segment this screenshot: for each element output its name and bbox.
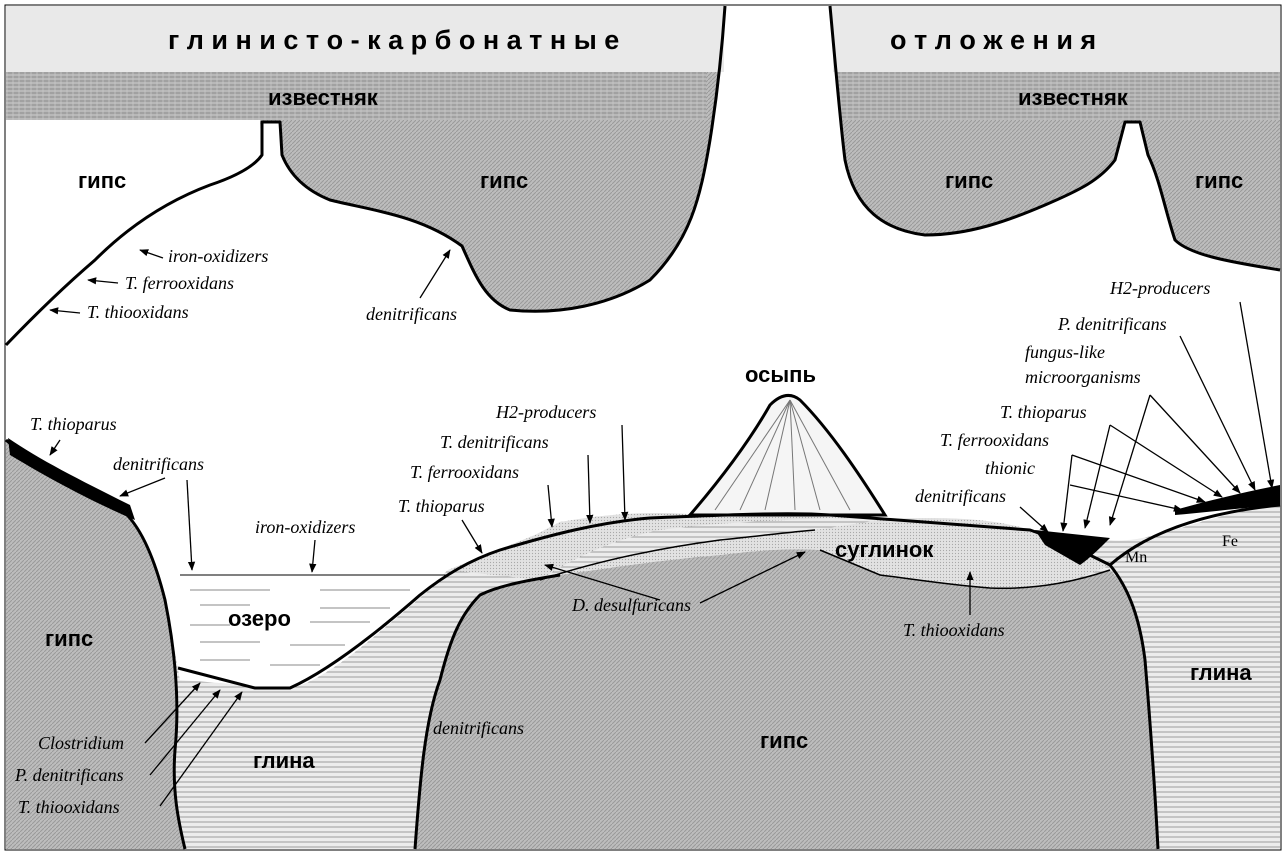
right-thionic-label: thionic: [985, 458, 1035, 478]
gypsum-label-2: гипс: [480, 168, 528, 193]
floor-t-thioparus-label: T. thioparus: [398, 496, 485, 516]
right-fungus-like-label: fungus-like: [1025, 342, 1105, 362]
loam-label: суглинок: [835, 537, 934, 562]
gypsum-label-1: гипс: [78, 168, 126, 193]
header-left-label: г л и н и с т о - к а р б о н а т н ы е: [168, 25, 619, 55]
d-desulfuricans-label: D. desulfuricans: [571, 595, 691, 615]
fe-label: Fe: [1222, 533, 1238, 550]
scree-label: осыпь: [745, 362, 816, 387]
floor-t-denitrificans-label: T. denitrificans: [440, 432, 549, 452]
central-gypsum: [415, 549, 1158, 849]
ceiling-t-ferrooxidans-label: T. ferrooxidans: [125, 273, 234, 293]
limestone-left-label: известняк: [268, 85, 379, 110]
left-t-thioparus-label: T. thioparus: [30, 414, 117, 434]
right-denitrificans-label: denitrificans: [915, 486, 1006, 506]
clay-denitrificans-label: denitrificans: [433, 718, 524, 738]
bottom-clostridium-label: Clostridium: [38, 733, 124, 753]
limestone-right-label: известняк: [1018, 85, 1129, 110]
gypsum-label-3: гипс: [945, 168, 993, 193]
right-t-thioparus-label: T. thioparus: [1000, 402, 1087, 422]
bottom-t-thiooxidans-label: T. thiooxidans: [18, 797, 120, 817]
mn-label: Mn: [1125, 549, 1147, 566]
right-h2-producers-label: H2-producers: [1109, 278, 1210, 298]
clay-label-bottom: глина: [253, 748, 315, 773]
gypsum-label-4: гипс: [1195, 168, 1243, 193]
gypsum-label-left: гипс: [45, 626, 93, 651]
right-t-ferrooxidans-label: T. ferrooxidans: [940, 430, 1049, 450]
clay-label-right: глина: [1190, 660, 1252, 685]
bottom-p-denitrificans-label: P. denitrificans: [14, 765, 124, 785]
gypsum-label-bottom: гипс: [760, 728, 808, 753]
floor-h2-producers-label: H2-producers: [495, 402, 596, 422]
right-microorganisms-label: microorganisms: [1025, 367, 1141, 387]
ceiling-denitrificans-label: denitrificans: [366, 304, 457, 324]
lake-iron-oxidizers-label: iron-oxidizers: [255, 517, 355, 537]
right-p-denitrificans-label: P. denitrificans: [1057, 314, 1167, 334]
floor-t-ferrooxidans-label: T. ferrooxidans: [410, 462, 519, 482]
ceiling-t-thiooxidans-label: T. thiooxidans: [87, 302, 189, 322]
lake-label: озеро: [228, 606, 291, 631]
loam-t-thiooxidans-label: T. thiooxidans: [903, 620, 1005, 640]
ceiling-iron-oxidizers-label: iron-oxidizers: [168, 246, 268, 266]
left-denitrificans-label: denitrificans: [113, 454, 204, 474]
header-right-label: о т л о ж е н и я: [890, 25, 1096, 55]
